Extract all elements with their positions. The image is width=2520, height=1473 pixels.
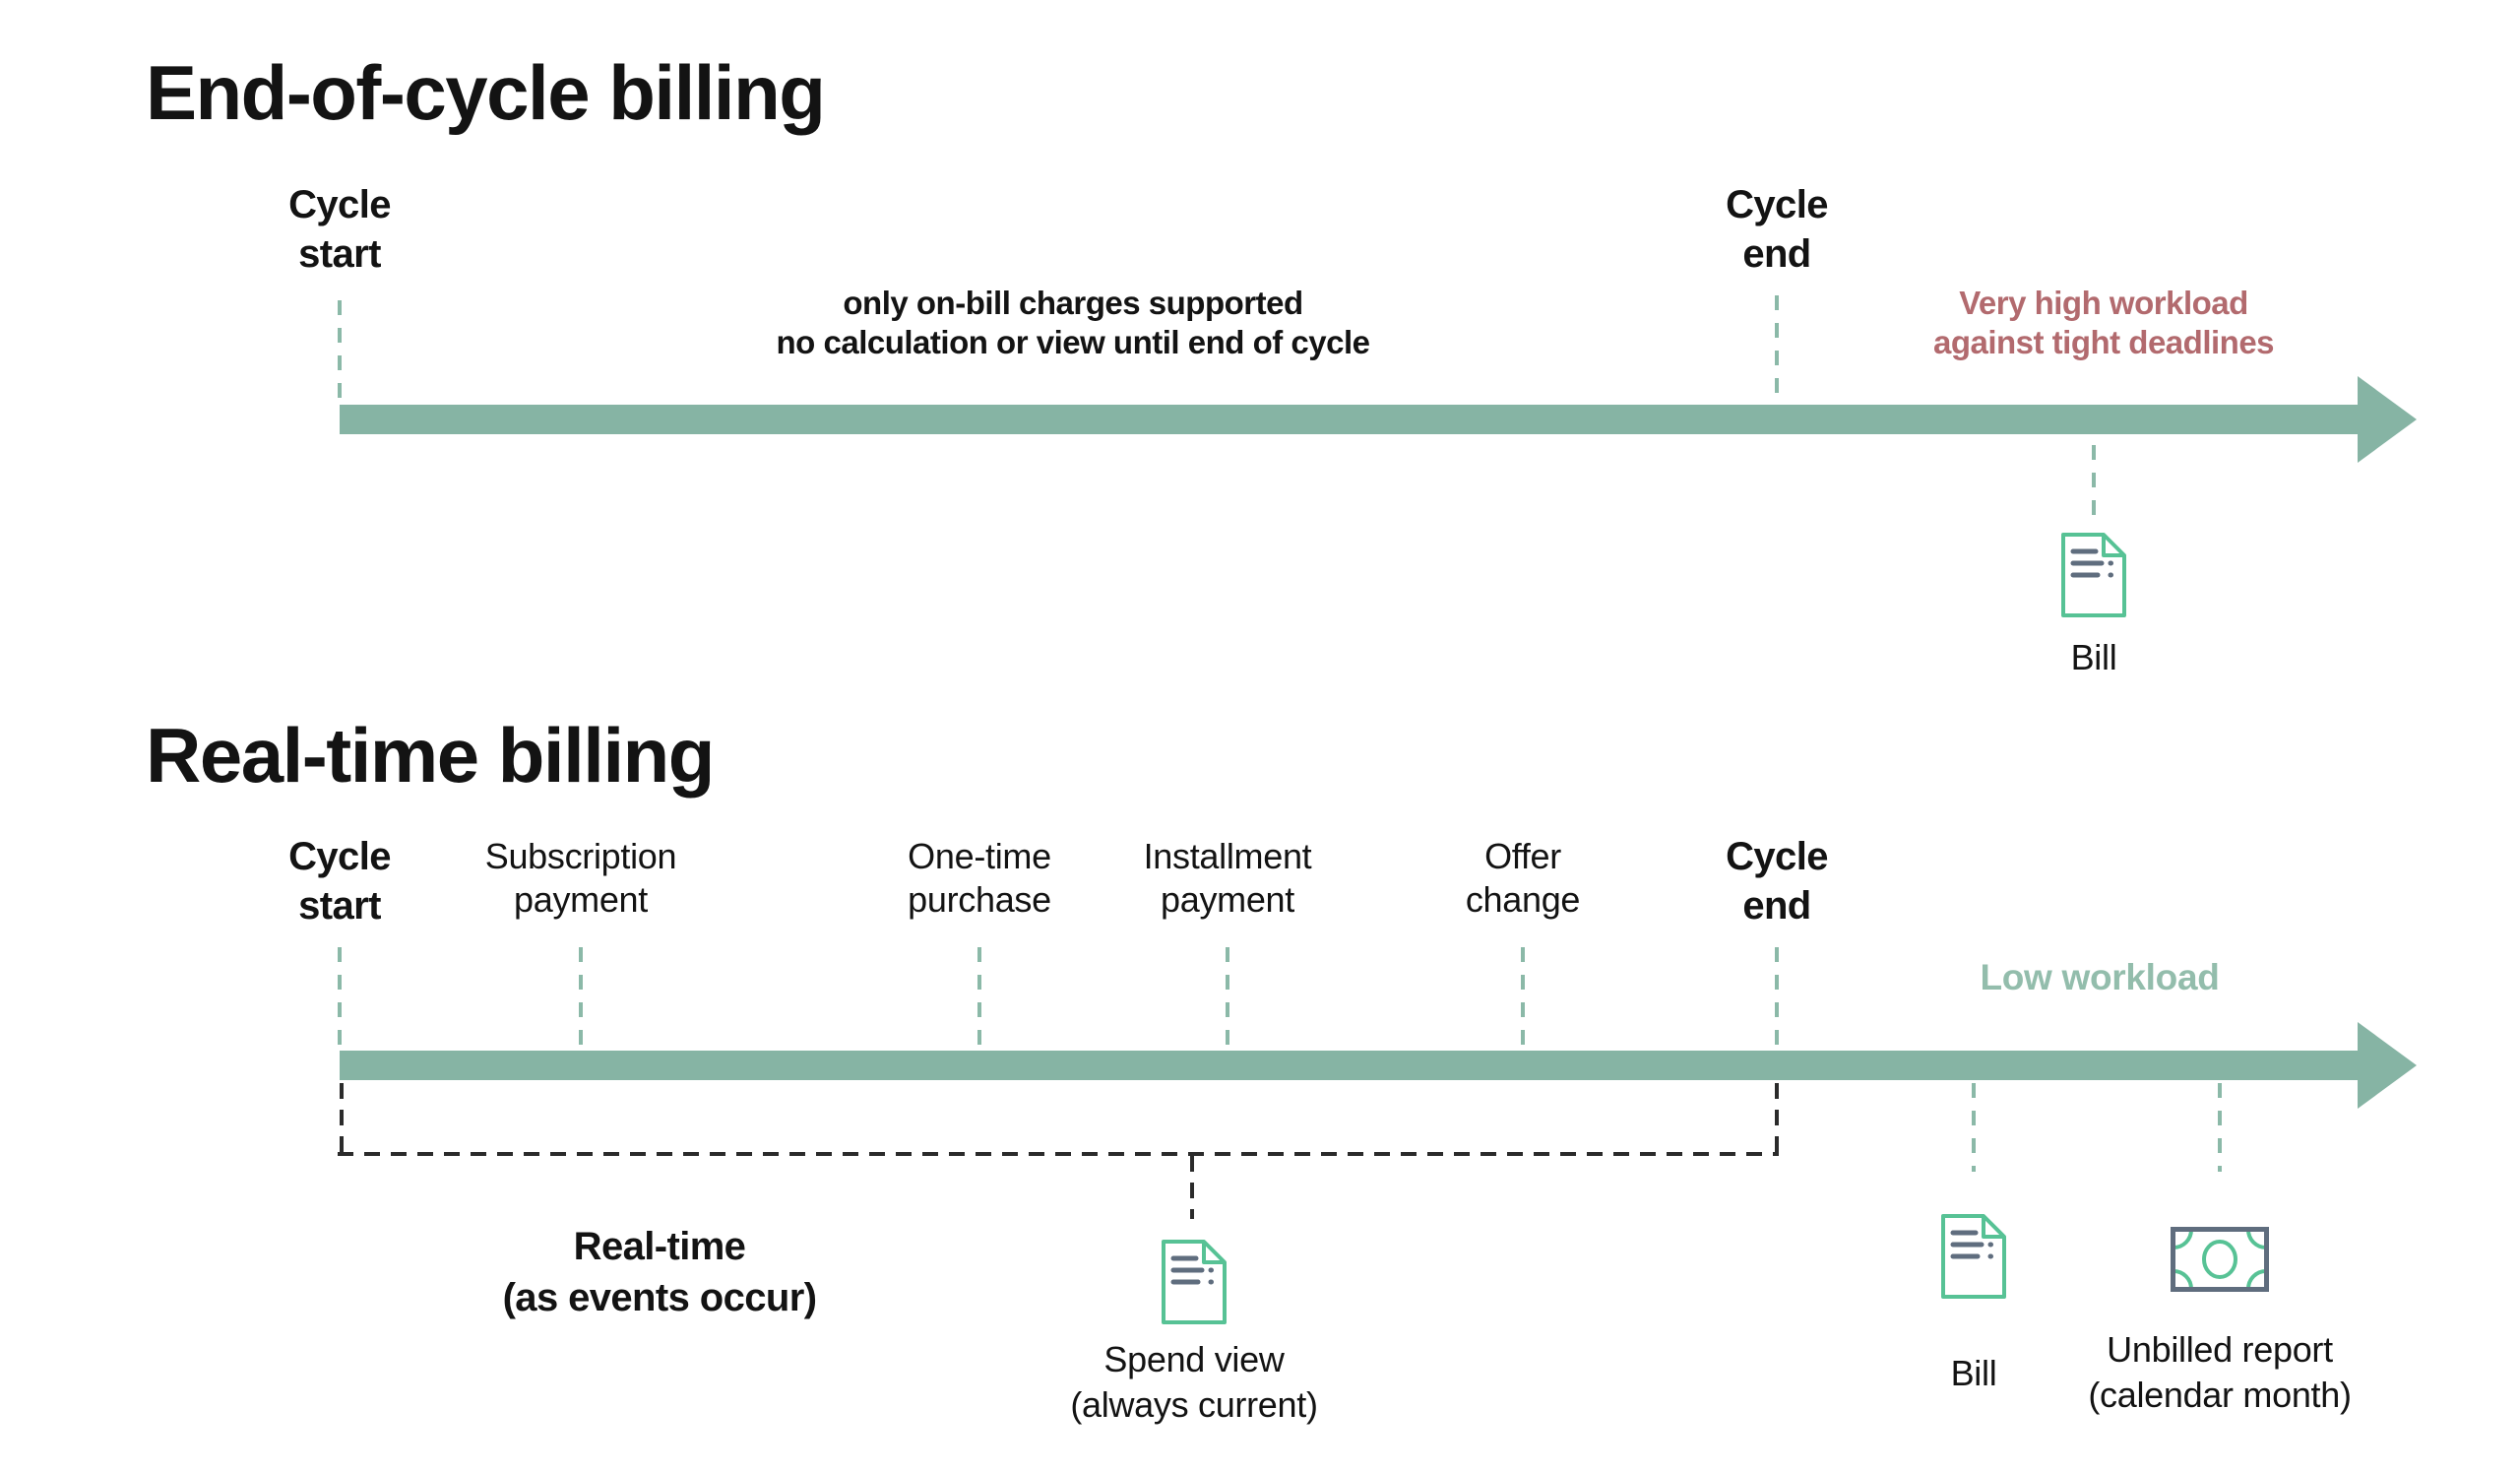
s1-cycle-start-label: Cycle start	[288, 183, 391, 276]
s1-bill-document-icon	[2061, 533, 2126, 617]
s2-unbilled-line2: (calendar month)	[2088, 1375, 2352, 1415]
s2-marker-line-cycle-end	[1775, 947, 1779, 1049]
s2-event-one-time-purchase: One-time purchase	[908, 836, 1051, 920]
s1-limitation-note: only on-bill charges supported no calcul…	[777, 284, 1370, 362]
s2-timeline-arrow-bar	[340, 1051, 2358, 1080]
s1-warning-line1: Very high workload	[1959, 285, 2248, 321]
s2-unbilled-banknote-icon	[2171, 1227, 2269, 1292]
s2-unbilled-line1: Unbilled report	[2107, 1329, 2333, 1370]
s2-spend-view-caption: Spend view (always current)	[1070, 1337, 1318, 1428]
s1-workload-warning: Very high workload against tight deadlin…	[1932, 284, 2275, 362]
s2-bill-caption: Bill	[1950, 1353, 1997, 1393]
s2-event-installment-payment: Installment payment	[1143, 836, 1312, 920]
section2-title: Real-time billing	[146, 712, 715, 799]
s2-timeline-arrowhead	[2358, 1022, 2417, 1109]
s2-spend-view-connector-line	[1190, 1156, 1194, 1219]
s2-bracket-left-line	[340, 1083, 344, 1152]
s2-realtime-line2: (as events occur)	[502, 1276, 817, 1319]
s2-marker-line-subscription	[579, 947, 583, 1049]
s1-cycle-end-marker-line	[1775, 295, 1779, 399]
s2-realtime-caption: Real-time (as events occur)	[503, 1221, 817, 1323]
s2-unbilled-caption: Unbilled report (calendar month)	[2088, 1327, 2352, 1418]
s2-spend-view-line2: (always current)	[1070, 1384, 1318, 1425]
s1-cycle-end-label: Cycle end	[1726, 183, 1828, 276]
s2-marker-line-one-time	[977, 947, 981, 1049]
s1-cycle-start-marker-line	[338, 300, 342, 399]
section1-title: End-of-cycle billing	[146, 49, 826, 136]
s2-marker-line-offer-change	[1521, 947, 1525, 1049]
s2-event-offer-change: Offer change	[1465, 836, 1581, 920]
s2-bracket-bottom-line	[338, 1152, 1779, 1156]
s1-timeline-arrowhead	[2358, 376, 2417, 463]
s2-low-workload-note: Low workload	[1980, 957, 2220, 997]
s1-bill-connector-line	[2092, 445, 2096, 522]
s2-spend-view-document-icon	[1162, 1240, 1227, 1324]
s1-note-line1: only on-bill charges supported	[843, 285, 1303, 321]
s2-marker-line-cycle-start	[338, 947, 342, 1049]
s2-bill-document-icon	[1941, 1214, 2006, 1299]
s2-realtime-line1: Real-time	[573, 1225, 746, 1268]
s1-warning-line2: against tight deadlines	[1932, 324, 2275, 360]
s2-marker-line-installment	[1226, 947, 1229, 1049]
s1-bill-caption: Bill	[2070, 637, 2117, 677]
s1-timeline-arrow-bar	[340, 405, 2358, 434]
s2-bracket-right-line	[1775, 1083, 1779, 1152]
s1-note-line2: no calculation or view until end of cycl…	[776, 324, 1370, 360]
s2-event-cycle-start: Cycle start	[288, 835, 391, 928]
s2-event-cycle-end: Cycle end	[1726, 835, 1828, 928]
s2-bill-connector-line	[1972, 1083, 1976, 1172]
s2-event-subscription-payment: Subscription payment	[484, 836, 677, 920]
s2-spend-view-line1: Spend view	[1103, 1339, 1285, 1379]
s2-unbilled-connector-line	[2218, 1083, 2222, 1172]
